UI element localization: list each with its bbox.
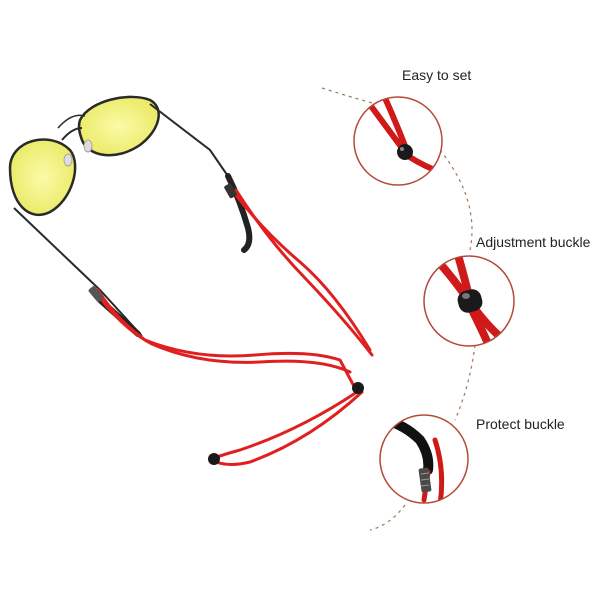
right-temple [149, 103, 233, 183]
left-temple [13, 207, 143, 337]
detail-circle-protect-buckle [379, 414, 469, 504]
feature-label-adjustment-buckle: Adjustment buckle [476, 234, 591, 250]
eyewear-cord [96, 188, 374, 466]
cord-bead-lower [208, 453, 220, 465]
detail-circle-easy-to-set [353, 96, 443, 186]
sunglasses [8, 95, 253, 337]
cord-bead-upper [352, 382, 364, 394]
dashed-connector-arc [321, 87, 476, 531]
detail-circle-adjustment-buckle [423, 255, 515, 347]
feature-label-easy-to-set: Easy to set [402, 67, 472, 83]
feature-label-protect-buckle: Protect buckle [476, 416, 565, 432]
left-lens [8, 138, 77, 217]
right-lens [77, 95, 160, 157]
